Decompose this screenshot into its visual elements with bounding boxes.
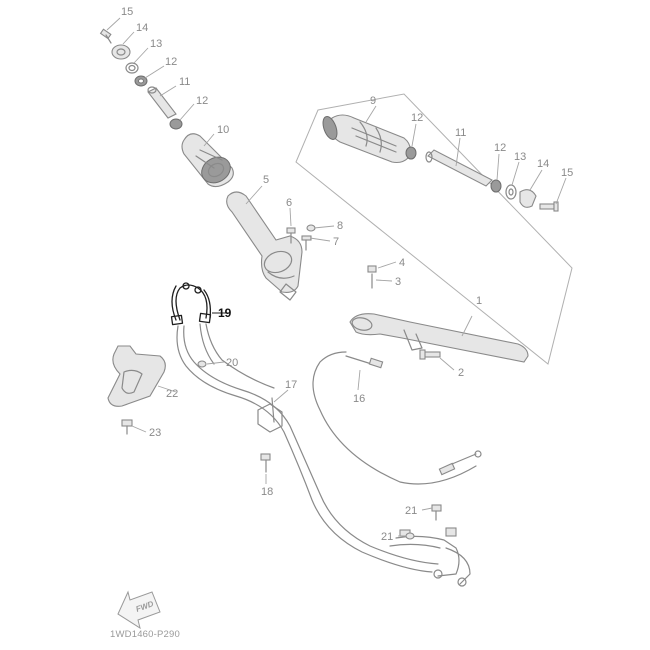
part-15-screw-right <box>539 201 559 212</box>
part-5-throttle-housing <box>226 191 303 301</box>
part-12-bush-right-b <box>490 179 502 193</box>
part-16-cable <box>312 351 482 485</box>
label-18: 18 <box>261 486 273 498</box>
part-2-bolt <box>419 349 441 360</box>
label-16: 16 <box>353 393 365 405</box>
part-1-handlebar <box>349 313 529 363</box>
fwd-arrow-icon: FWD <box>117 590 161 630</box>
label-4: 4 <box>399 257 405 269</box>
part-7-screw <box>301 235 312 251</box>
part-21-screw-a <box>421 504 442 521</box>
label-13-left: 13 <box>150 38 162 50</box>
label-12-right-b: 12 <box>494 142 506 154</box>
label-14-right: 14 <box>537 158 549 170</box>
label-21-b: 21 <box>381 531 393 543</box>
label-15-left: 15 <box>121 6 133 18</box>
label-12-left-b: 12 <box>196 95 208 107</box>
right-grip-assembly <box>295 93 573 365</box>
part-9-grip-right <box>322 114 411 164</box>
label-1: 1 <box>476 295 482 307</box>
part-11-rod-left <box>147 86 177 119</box>
part-11-rod-right <box>425 149 493 187</box>
label-23: 23 <box>149 427 161 439</box>
part-10-grip-left <box>181 133 234 188</box>
part-4-bolt <box>367 265 377 273</box>
label-15-right: 15 <box>561 167 573 179</box>
main-cable-harness <box>176 323 471 587</box>
label-14-left: 14 <box>136 22 148 34</box>
part-22-lever <box>107 345 177 407</box>
part-23-screw <box>121 419 147 435</box>
assembly-frame <box>295 93 573 365</box>
label-9-right: 9 <box>370 95 376 107</box>
label-3: 3 <box>395 276 401 288</box>
label-13-right: 13 <box>514 151 526 163</box>
label-12-left-a: 12 <box>165 56 177 68</box>
label-11-right: 11 <box>455 127 466 139</box>
label-17: 17 <box>285 379 297 391</box>
part-14-cap-left <box>111 44 131 60</box>
part-8-screw <box>306 224 316 232</box>
label-21-a: 21 <box>405 505 417 517</box>
label-10-left: 10 <box>217 124 229 136</box>
part-13-ring-left <box>125 62 139 74</box>
label-7: 7 <box>333 236 339 248</box>
label-2: 2 <box>458 367 464 379</box>
label-6: 6 <box>286 197 292 209</box>
label-22: 22 <box>166 388 178 400</box>
left-grip-assembly <box>99 17 335 301</box>
handlebar-bracket-assembly <box>349 261 529 371</box>
part-14-cap-right <box>519 189 537 208</box>
part-12-bush-left-b <box>169 118 183 130</box>
part-13-ring-right <box>505 184 517 200</box>
part-21-screw-b <box>398 532 415 540</box>
label-19-highlighted: 19 <box>218 306 232 320</box>
label-12-right-a: 12 <box>411 112 423 124</box>
label-20: 20 <box>226 357 238 369</box>
part-17-clamp <box>257 389 289 433</box>
part-6-screw <box>286 227 296 244</box>
part-12-bush-left-a <box>134 75 148 87</box>
part-19-cable-assembly-highlighted <box>170 282 230 326</box>
part-15-screw-left <box>99 28 112 44</box>
label-5: 5 <box>263 174 269 186</box>
diagram-code: 1WD1460-P290 <box>110 629 180 640</box>
part-20-screw <box>197 360 225 368</box>
part-18-bolt <box>260 453 271 484</box>
label-8: 8 <box>337 220 343 232</box>
label-11-left: 11 <box>179 76 190 88</box>
part-12-bush-right-a <box>405 146 417 160</box>
